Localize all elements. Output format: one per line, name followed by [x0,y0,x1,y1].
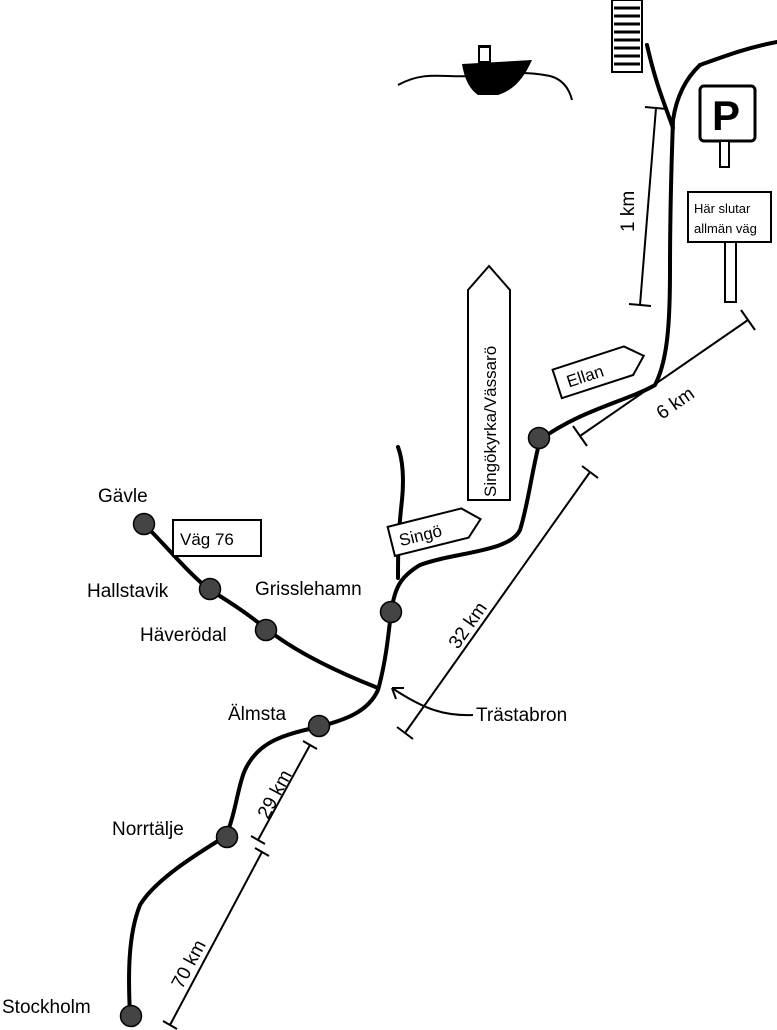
road-singo [396,445,405,580]
parking-sign: P [698,84,757,168]
label-1km: 1 km [618,191,639,232]
measure-6km [572,309,756,447]
marker-hallstavik [198,577,222,601]
sign-singokyrka: Singökyrka/Vässarö [467,264,511,501]
label-29km: 29 km [254,767,297,823]
marker-haverodal [254,618,278,642]
label-gavle: Gävle [98,486,148,507]
label-hallstavik: Hallstavik [87,581,169,602]
measure-29km [250,740,318,845]
sign-vag76-box [172,519,262,557]
measure-1km [628,106,668,307]
sign-singokyrka-label: Singökyrka/Vässarö [481,346,500,497]
label-6km: 6 km [653,383,699,424]
marker-junction [527,426,551,450]
boat-icon [397,45,573,101]
marker-norrtalje [215,825,239,849]
sign-end-line2: allmän väg [694,221,757,236]
sign-singo: Singö [386,507,482,558]
sign-end-line1: Här slutar [694,201,751,216]
label-haverodal: Häverödal [140,625,227,646]
measure-70km [162,847,270,1030]
measure-32km [396,465,599,740]
label-stockholm: Stockholm [2,997,91,1018]
parking-sign-label: P [712,92,740,139]
label-trastabron: Trästabron [476,705,567,726]
label-70km: 70 km [168,937,211,993]
road-branch-north [645,43,675,130]
sign-vag76-label: Väg 76 [180,530,234,549]
label-norrtalje: Norrtälje [112,819,184,840]
marker-almsta [307,714,331,738]
sign-end-public-road: Här slutar allmän väg [687,191,772,303]
marker-grisslehamn [379,600,403,624]
label-almsta: Älmsta [228,704,287,725]
pier-icon [611,0,643,73]
marker-stockholm [119,1004,143,1028]
road-branch-east [698,40,777,67]
marker-gavle [132,512,156,536]
trastabron-pointer [391,687,474,717]
road-vag76 [142,522,380,690]
label-grisslehamn: Grisslehamn [255,579,362,600]
sign-ellan: Ellan [551,345,646,400]
